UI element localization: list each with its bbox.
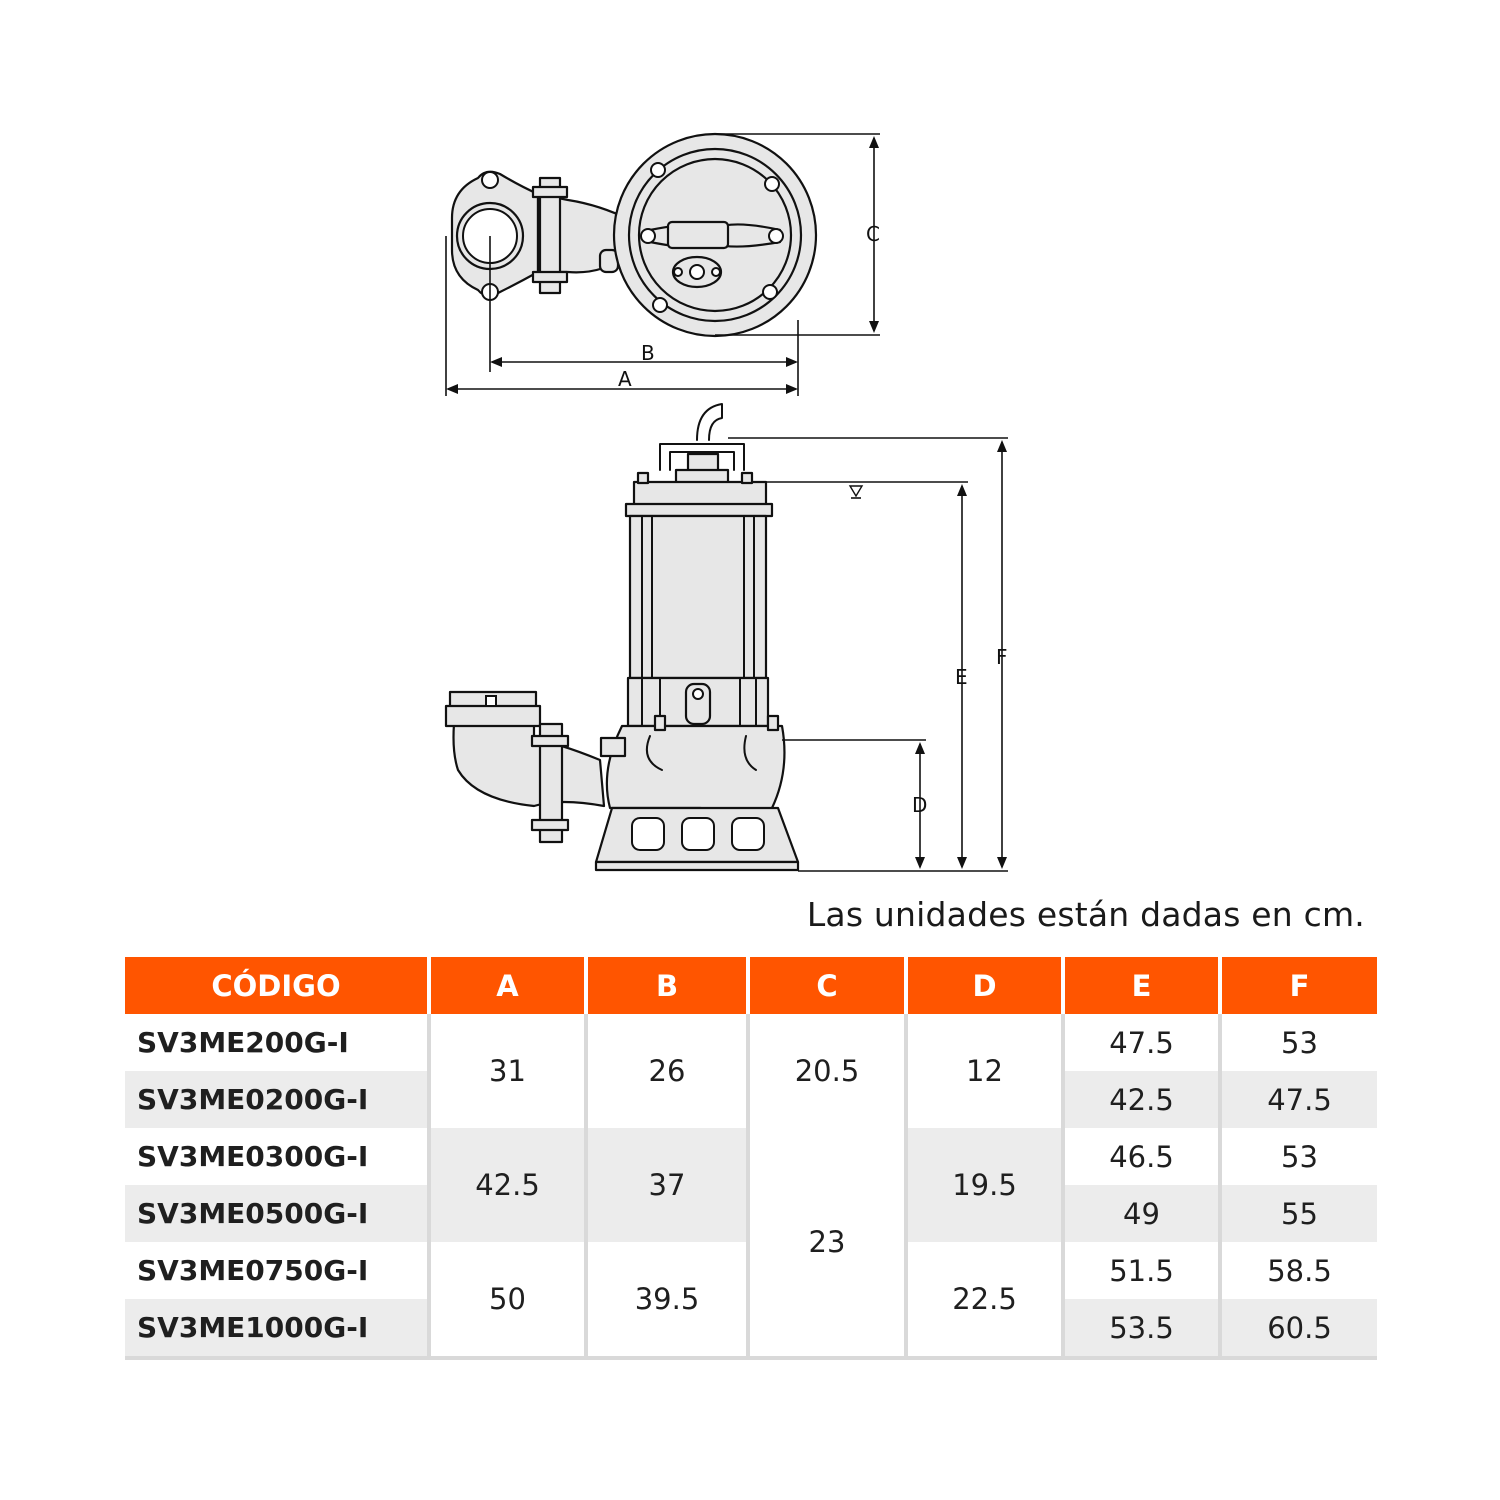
pump-side-view: F E D: [444, 403, 1008, 872]
cell-e: 53.5: [1061, 1299, 1218, 1360]
cell-b: 26: [584, 1014, 746, 1128]
header-b: B: [584, 957, 746, 1014]
cell-code: SV3ME1000G-I: [125, 1299, 427, 1360]
cell-e: 46.5: [1061, 1128, 1218, 1185]
dim-label-c: C: [866, 222, 880, 246]
cell-code: SV3ME200G-I: [137, 1026, 349, 1059]
header-codigo: CÓDIGO: [125, 957, 427, 1014]
dim-label-d: D: [912, 793, 927, 817]
dim-label-e: E: [955, 665, 968, 689]
header-f: F: [1218, 957, 1377, 1014]
cell-d: 12: [904, 1014, 1061, 1128]
table-header-row: CÓDIGO A B C D E F: [125, 957, 1377, 1014]
cell-code: SV3ME0200G-I: [125, 1071, 427, 1128]
cell-code: SV3ME0750G-I: [137, 1254, 369, 1287]
cell-e: 47.5: [1061, 1014, 1218, 1071]
header-e: E: [1061, 957, 1218, 1014]
cell-c: 23: [746, 1128, 904, 1360]
table-row: SV3ME1000G-I 53.5 60.5: [125, 1299, 1377, 1360]
dim-label-f: F: [996, 645, 1008, 669]
cell-e: 42.5: [1061, 1071, 1218, 1128]
cell-d: 22.5: [904, 1242, 1061, 1360]
cell-c: 20.5: [746, 1014, 904, 1128]
cell-f: 53: [1218, 1014, 1377, 1071]
cell-b: 39.5: [584, 1242, 746, 1360]
pump-top-view: C B A: [445, 132, 880, 396]
dim-label-b: B: [641, 341, 655, 365]
units-note: Las unidades están dadas en cm.: [806, 895, 1365, 934]
header-c: C: [746, 957, 904, 1014]
table-row: SV3ME200G-I 31 26 20.5 12 47.5 53: [125, 1014, 1377, 1128]
dimensions-table: CÓDIGO A B C D E F SV3ME200G-I 31 26 20.…: [125, 957, 1377, 1360]
cell-a: 31: [427, 1014, 584, 1128]
dim-label-a: A: [618, 367, 632, 391]
table-row: SV3ME0500G-I 49 55: [125, 1185, 1377, 1242]
cell-f: 60.5: [1218, 1299, 1377, 1360]
table-row: SV3ME0300G-I 42.5 37 23 19.5 46.5 53: [125, 1128, 1377, 1360]
cell-a: 50: [427, 1242, 584, 1360]
pump-dimension-drawing: C B A: [444, 132, 1008, 872]
table-row: SV3ME0750G-I 50 39.5 22.5 51.5 58.5: [125, 1242, 1377, 1360]
cell-f: 55: [1218, 1185, 1377, 1242]
header-d: D: [904, 957, 1061, 1014]
cell-d: 19.5: [904, 1128, 1061, 1242]
table-row: SV3ME0200G-I 42.5 47.5: [125, 1071, 1377, 1128]
cell-b: 37: [584, 1128, 746, 1242]
cell-f: 47.5: [1218, 1071, 1377, 1128]
header-a: A: [427, 957, 584, 1014]
cell-f: 53: [1218, 1128, 1377, 1185]
cell-code: SV3ME0300G-I: [137, 1140, 369, 1173]
cell-a: 42.5: [427, 1128, 584, 1242]
cell-code: SV3ME0500G-I: [125, 1185, 427, 1242]
cell-e: 49: [1061, 1185, 1218, 1242]
cell-e: 51.5: [1061, 1242, 1218, 1299]
cell-f: 58.5: [1218, 1242, 1377, 1299]
